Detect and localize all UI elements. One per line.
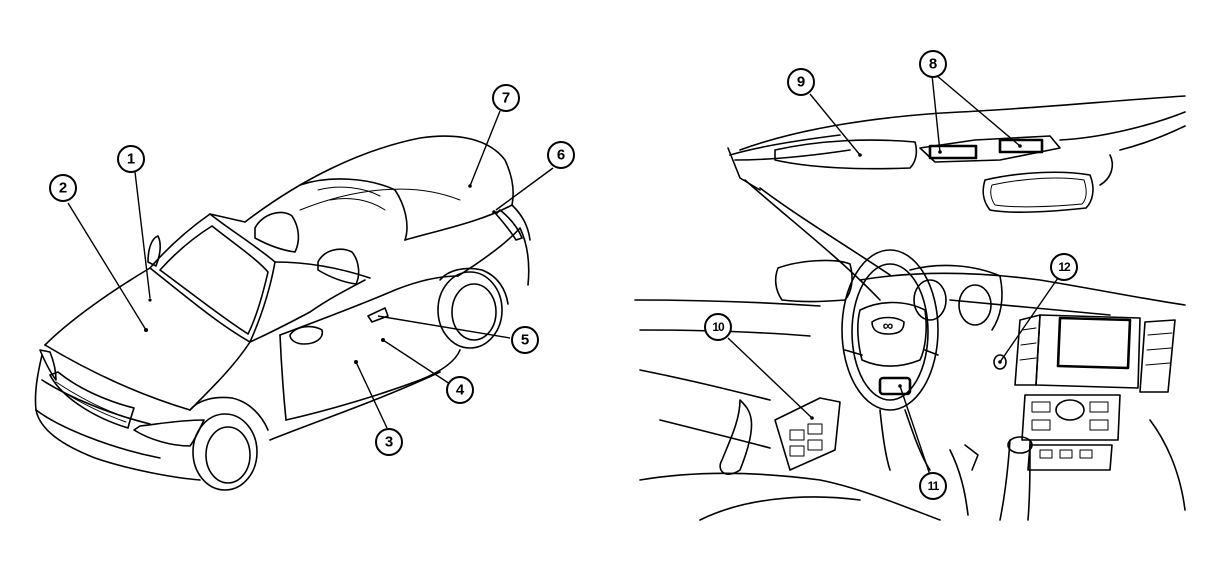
car-location-markers — [144, 184, 496, 364]
callout-7-label: 7 — [502, 90, 510, 107]
car-exterior-illustration — [34, 135, 531, 491]
callout-1: 1 — [117, 145, 145, 173]
infiniti-emblem: ∞ — [883, 318, 894, 335]
callout-4-label: 4 — [456, 382, 465, 399]
callout-4: 4 — [446, 376, 474, 404]
callout-5: 5 — [511, 326, 539, 354]
callout-9: 9 — [787, 68, 815, 96]
callout-6-label: 6 — [557, 147, 565, 164]
callout-11: 11 — [919, 472, 947, 500]
interior-leader-lines — [727, 74, 1059, 476]
callout-2: 2 — [49, 174, 77, 202]
callout-3-label: 3 — [385, 434, 393, 451]
callout-2-label: 2 — [59, 180, 67, 197]
callout-7: 7 — [492, 84, 520, 112]
callout-6: 6 — [547, 141, 575, 169]
car-leader-lines — [67, 110, 554, 429]
callout-11-label: 11 — [928, 479, 940, 493]
callout-8-label: 8 — [929, 56, 937, 73]
callout-9-label: 9 — [797, 74, 805, 91]
interior-illustration: ∞ — [634, 95, 1186, 521]
callout-3: 3 — [375, 428, 403, 456]
callout-5-label: 5 — [521, 332, 529, 349]
callout-10-label: 10 — [712, 320, 725, 334]
callout-10: 10 — [704, 313, 732, 341]
callout-12-label: 12 — [1058, 260, 1071, 274]
callout-8: 8 — [919, 50, 947, 78]
callout-12: 12 — [1050, 253, 1078, 281]
callout-1-label: 1 — [127, 151, 135, 168]
